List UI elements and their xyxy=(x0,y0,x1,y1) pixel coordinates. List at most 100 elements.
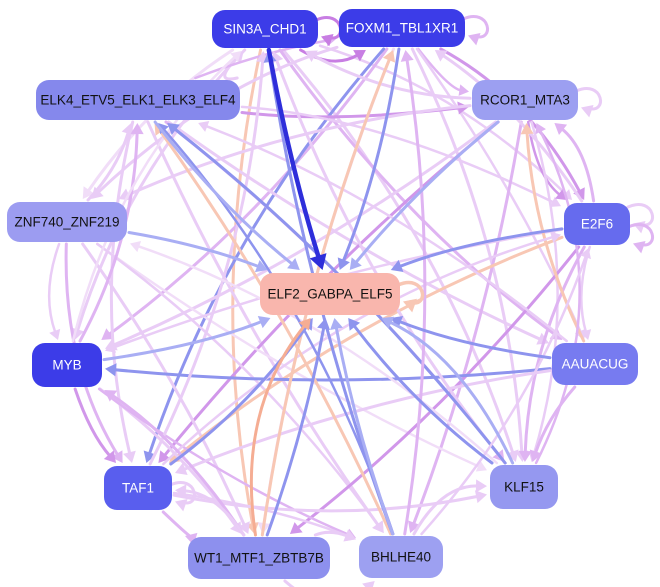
arrowhead-myb-taf1 xyxy=(103,450,117,463)
arrowhead-wt1-foxm1 xyxy=(382,50,396,63)
arrowhead-myb-wt1 xyxy=(229,521,242,534)
arrowhead-znf740-taf1 xyxy=(111,450,123,463)
node-box-elk4[interactable] xyxy=(36,80,240,120)
arrowhead-e2f6-aauacug xyxy=(579,329,592,340)
edge-aauacug-rcor1 xyxy=(525,130,586,343)
edge-sin3a-klf15 xyxy=(281,48,515,456)
edge-elk4-aauacug xyxy=(167,120,543,342)
node-box-myb[interactable] xyxy=(32,343,102,387)
edge-e2f6-elf2 xyxy=(397,227,564,269)
node-box-sin3a[interactable] xyxy=(212,10,318,48)
node-box-elf2[interactable] xyxy=(260,273,400,315)
node-aauacug[interactable]: AAUACUG xyxy=(552,343,638,385)
arrowhead-wt1-elf2 xyxy=(317,318,331,331)
arrowhead-znf740-wt1 xyxy=(237,521,250,534)
edge-aauacug-klf15 xyxy=(533,385,577,456)
node-box-aauacug[interactable] xyxy=(552,343,638,385)
arrowhead-wt1-bhlhe40 xyxy=(362,581,375,587)
edge-foxm1-klf15 xyxy=(410,47,524,455)
node-bhlhe40[interactable]: BHLHE40 xyxy=(359,536,443,578)
arrowhead-myb-elk4 xyxy=(130,123,144,135)
arrowhead-klf15-elf2 xyxy=(381,316,395,329)
arrowhead-aauacug-klf15 xyxy=(529,449,543,462)
arrowhead-znf740-elk4 xyxy=(121,123,135,136)
node-znf740[interactable]: ZNF740_ZNF219 xyxy=(7,202,127,242)
arrowhead-foxm1-taf1 xyxy=(143,450,157,463)
edge-elk4-sin3a xyxy=(223,55,240,81)
node-box-bhlhe40[interactable] xyxy=(359,536,443,578)
edge-foxm1-rcor1 xyxy=(417,47,463,92)
node-taf1[interactable]: TAF1 xyxy=(104,466,172,510)
arrowhead-rcor1-elf2 xyxy=(349,257,362,270)
self-loop-arrowhead-sin3a xyxy=(321,33,334,47)
edge-wt1-bhlhe40 xyxy=(313,530,350,538)
arrowhead-elk4-taf1 xyxy=(123,450,136,463)
arrowhead-rcor1-taf1 xyxy=(158,450,171,463)
node-box-foxm1[interactable] xyxy=(339,9,465,47)
edge-wt1-myb xyxy=(110,393,246,537)
edge-wt1-elf2 xyxy=(249,323,307,537)
edge-taf1-sin3a xyxy=(148,58,265,466)
self-loop-arrowhead-foxm1 xyxy=(468,32,481,46)
arrowhead-znf740-elf2 xyxy=(254,259,268,273)
arrowhead-elk4-aauacug xyxy=(536,332,549,345)
node-myb[interactable]: MYB xyxy=(32,343,102,387)
edge-rcor1-znf740 xyxy=(125,104,472,197)
edge-foxm1-taf1 xyxy=(147,47,386,457)
arrowhead-foxm1-elf2 xyxy=(337,257,350,270)
node-box-rcor1[interactable] xyxy=(472,80,578,120)
self-loop-rcor1 xyxy=(574,87,602,111)
node-e2f6[interactable]: E2F6 xyxy=(564,203,630,245)
edge-znf740-elk4 xyxy=(86,129,131,202)
arrowhead-e2f6-foxm1 xyxy=(434,50,448,62)
edge-rcor1-sin3a xyxy=(311,53,472,100)
node-box-taf1[interactable] xyxy=(104,466,172,510)
edge-foxm1-elf2 xyxy=(341,47,401,264)
edge-e2f6-wt1 xyxy=(295,245,581,531)
node-klf15[interactable]: KLF15 xyxy=(490,465,558,509)
edge-bhlhe40-klf15 xyxy=(412,484,480,536)
node-elk4[interactable]: ELK4_ETV5_ELK1_ELK3_ELF4 xyxy=(36,80,240,120)
arrowhead-foxm1-myb xyxy=(101,328,115,340)
edge-elk4-bhlhe40 xyxy=(146,120,381,528)
arrowhead-aauacug-myb xyxy=(105,363,117,377)
arrowhead-klf15-znf740 xyxy=(130,241,142,253)
arrowhead-znf740-myb xyxy=(49,328,61,340)
node-box-wt1[interactable] xyxy=(188,537,330,579)
node-rcor1[interactable]: RCOR1_MTA3 xyxy=(472,80,578,120)
arrowhead-foxm1-rcor1 xyxy=(458,84,469,96)
arrowhead-bhlhe40-klf15 xyxy=(475,479,487,493)
node-foxm1[interactable]: FOXM1_TBL1XR1 xyxy=(339,9,465,47)
arrowhead-bhlhe40-elf2 xyxy=(330,318,343,331)
edge-rcor1-elf2 xyxy=(353,120,500,265)
arrowhead-foxm1-e2f6 xyxy=(573,187,585,200)
arrowhead-wt1-myb xyxy=(104,390,118,402)
node-wt1[interactable]: WT1_MTF1_ZBTB7B xyxy=(188,537,330,579)
edge-bhlhe40-elk4 xyxy=(158,128,393,536)
edge-klf15-znf740 xyxy=(136,244,499,465)
edge-bhlhe40-e2f6 xyxy=(420,254,588,536)
arrowhead-sin3a-foxm1 xyxy=(353,50,366,62)
edge-e2f6-klf15 xyxy=(523,245,586,455)
self-loop-arrowhead-taf1 xyxy=(175,498,188,512)
self-loop-arrowhead-elf2 xyxy=(403,298,418,313)
edge-elk4-elf2 xyxy=(153,120,295,267)
node-box-klf15[interactable] xyxy=(490,465,558,509)
arrowhead-wt1-taf1 xyxy=(175,484,187,498)
node-elf2[interactable]: ELF2_GABPA_ELF5 xyxy=(260,273,400,315)
edge-wt1-elf2 xyxy=(265,325,326,537)
arrowhead-rcor1-sin3a xyxy=(305,50,318,63)
arrowhead-taf1-klf15 xyxy=(474,490,487,504)
edge-sin3a-elf2 xyxy=(266,47,322,261)
node-box-znf740[interactable] xyxy=(7,202,127,242)
self-loop-foxm1 xyxy=(461,15,489,39)
node-box-e2f6[interactable] xyxy=(564,203,630,245)
arrowhead-e2f6-elf2 xyxy=(390,259,404,273)
self-loop-arrowhead-e2f6 xyxy=(633,220,646,234)
edge-foxm1-myb xyxy=(106,47,389,337)
edge-aauacug-taf1 xyxy=(181,369,552,472)
node-sin3a[interactable]: SIN3A_CHD1 xyxy=(212,10,318,48)
arrowhead-znf740-klf15 xyxy=(475,460,487,472)
